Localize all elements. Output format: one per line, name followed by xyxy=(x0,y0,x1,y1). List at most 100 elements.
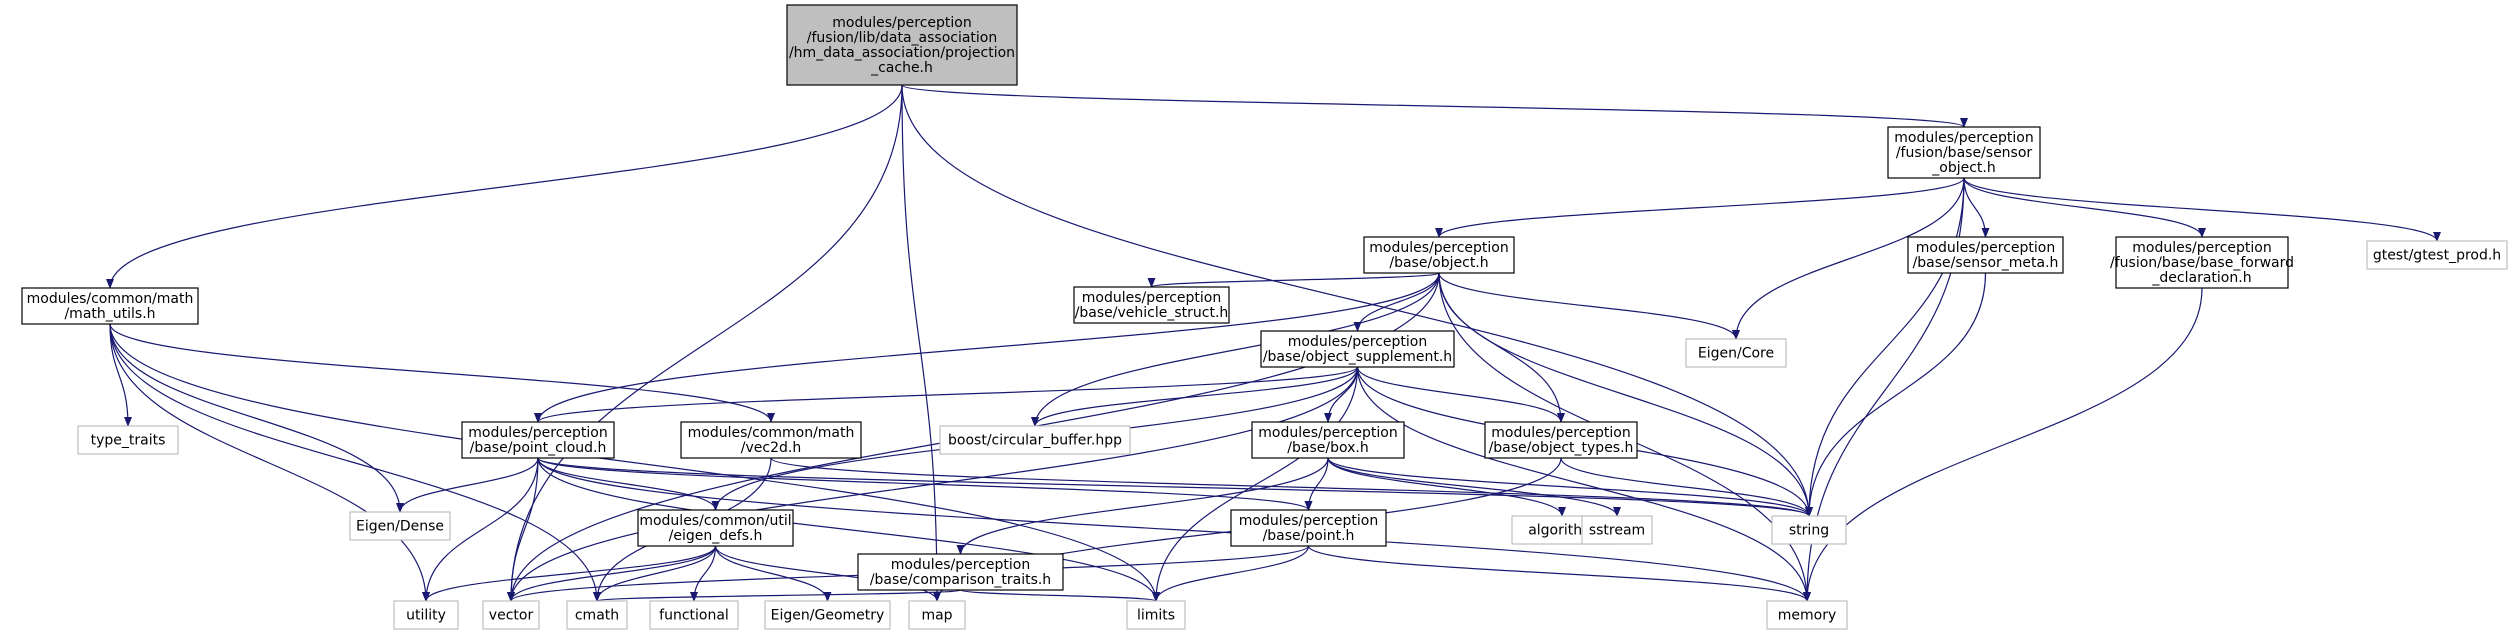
node-point[interactable]: modules/perception/base/point.h xyxy=(1230,509,1387,547)
node-vector-label-line-0: vector xyxy=(489,608,534,624)
edge-math_utils-to-eigen_dense xyxy=(109,323,404,513)
node-math_utils-label-line-0: modules/common/math xyxy=(27,291,194,307)
edge-point_cloud-to-memory xyxy=(537,457,1811,602)
edge-object-to-object_supplement xyxy=(1353,272,1440,332)
edge-object_supplement-to-object_types xyxy=(1356,366,1565,423)
node-object-label-line-1: /base/object.h xyxy=(1389,255,1488,271)
node-point_cloud-box xyxy=(461,421,615,459)
edge-object_supplement-to-memory xyxy=(1356,366,1811,602)
node-object-box xyxy=(1363,236,1515,274)
node-vehicle_struct-label-line-1: /base/vehicle_struct.h xyxy=(1075,305,1229,321)
node-vehicle_struct-label-line-0: modules/perception xyxy=(1082,290,1221,306)
node-point-box xyxy=(1230,509,1387,547)
node-object_supplement[interactable]: modules/perception/base/object_supplemen… xyxy=(1260,330,1455,368)
edge-sensor_object-to-eigen_core xyxy=(1732,177,1965,340)
edge-math_utils-to-limits xyxy=(109,323,1160,602)
node-eigen_core-label-line-0: Eigen/Core xyxy=(1698,346,1774,362)
node-comparison_traits[interactable]: modules/perception/base/comparison_trait… xyxy=(857,553,1064,591)
node-type_traits-label-line-0: type_traits xyxy=(91,433,166,449)
edge-vec2d-to-string xyxy=(770,457,1813,517)
edge-eigen_defs-to-functional xyxy=(690,545,717,602)
node-root[interactable]: modules/perception/fusion/lib/data_assoc… xyxy=(786,4,1018,86)
node-memory: memory xyxy=(1766,600,1848,630)
edge-box-to-algorithm xyxy=(1327,457,1566,517)
edge-point_cloud-to-limits xyxy=(537,457,1160,602)
node-vehicle_struct-box xyxy=(1073,286,1230,324)
node-base_fwd[interactable]: modules/perception/fusion/base/base_forw… xyxy=(2110,236,2294,289)
node-vec2d-box xyxy=(680,421,862,459)
node-sensor_meta-label-line-1: /base/sensor_meta.h xyxy=(1913,255,2059,271)
node-point_cloud-label-line-1: /base/point_cloud.h xyxy=(470,440,607,456)
node-algorithm-label-line-0: algorithm xyxy=(1528,523,1596,539)
edge-box-to-point xyxy=(1304,457,1329,511)
node-eigen_geometry-box xyxy=(764,600,891,630)
node-eigen_dense-box xyxy=(349,511,451,541)
node-point-label-line-1: /base/point.h xyxy=(1263,528,1355,544)
node-vector-box xyxy=(482,600,540,630)
edge-root-to-map xyxy=(901,84,941,602)
edge-point-to-memory xyxy=(1307,545,1811,602)
node-eigen_dense-label-line-0: Eigen/Dense xyxy=(356,519,444,535)
node-root-label-line-2: /hm_data_association/projection xyxy=(789,45,1015,61)
edge-sensor_object-to-sensor_meta xyxy=(1963,177,1990,238)
node-object_supplement-label-line-0: modules/perception xyxy=(1288,334,1427,350)
node-vehicle_struct[interactable]: modules/perception/base/vehicle_struct.h xyxy=(1073,286,1230,324)
node-object_types-label-line-0: modules/perception xyxy=(1491,425,1630,441)
node-vec2d[interactable]: modules/common/math/vec2d.h xyxy=(680,421,862,459)
edge-comparison_traits-to-cmath xyxy=(593,589,962,602)
node-eigen_dense: Eigen/Dense xyxy=(349,511,451,541)
node-root-label-line-3: _cache.h xyxy=(870,60,933,76)
node-algorithm: algorithm xyxy=(1511,515,1613,545)
node-point_cloud[interactable]: modules/perception/base/point_cloud.h xyxy=(461,421,615,459)
edge-math_utils-to-type_traits xyxy=(109,323,132,427)
node-boost_cb-box xyxy=(939,425,1131,455)
node-eigen_core: Eigen/Core xyxy=(1685,338,1787,368)
node-vec2d-label-line-1: /vec2d.h xyxy=(741,440,801,456)
edge-math_utils-to-vec2d xyxy=(109,323,775,423)
node-sstream: sstream xyxy=(1581,515,1653,545)
edge-math_utils-to-utility xyxy=(109,323,430,602)
node-box[interactable]: modules/perception/base/box.h xyxy=(1251,421,1405,459)
edge-object_types-to-string xyxy=(1560,457,1813,517)
node-comparison_traits-label-line-0: modules/perception xyxy=(891,557,1030,573)
node-utility: utility xyxy=(393,600,459,630)
edge-object_supplement-to-boost_cb xyxy=(1031,366,1359,427)
node-math_utils[interactable]: modules/common/math/math_utils.h xyxy=(21,287,199,325)
node-point_cloud-label-line-0: modules/perception xyxy=(468,425,607,441)
node-limits-label-line-0: limits xyxy=(1137,608,1175,624)
edge-object_supplement-to-limits xyxy=(1152,366,1359,602)
node-eigen_geometry: Eigen/Geometry xyxy=(764,600,891,630)
edge-point_cloud-to-string xyxy=(537,457,1813,517)
node-base_fwd-label-line-1: /fusion/base/base_forward xyxy=(2110,255,2294,271)
node-box-label-line-1: /base/box.h xyxy=(1287,440,1368,456)
node-sensor_object-box xyxy=(1887,126,2041,179)
node-root-box xyxy=(786,4,1018,86)
edge-point_cloud-to-utility xyxy=(422,457,539,602)
node-sensor_meta[interactable]: modules/perception/base/sensor_meta.h xyxy=(1907,236,2064,274)
node-gtest-label-line-0: gtest/gtest_prod.h xyxy=(2373,248,2501,264)
edge-object-to-vehicle_struct xyxy=(1147,272,1440,288)
node-math_utils-label-line-1: /math_utils.h xyxy=(64,306,155,322)
node-eigen_defs[interactable]: modules/common/util/eigen_defs.h xyxy=(637,509,794,547)
edge-sensor_object-to-string xyxy=(1805,177,1965,517)
node-utility-label-line-0: utility xyxy=(406,608,446,624)
node-math_utils-box xyxy=(21,287,199,325)
node-string: string xyxy=(1771,515,1847,545)
node-map-box xyxy=(908,600,966,630)
node-vec2d-label-line-0: modules/common/math xyxy=(688,425,855,441)
edge-box-to-string xyxy=(1327,457,1813,517)
node-object_types[interactable]: modules/perception/base/object_types.h xyxy=(1484,421,1638,459)
node-type_traits-box xyxy=(77,425,179,455)
node-sensor_object[interactable]: modules/perception/fusion/base/sensor_ob… xyxy=(1887,126,2041,179)
edge-sensor_object-to-gtest xyxy=(1963,177,2441,242)
node-object_supplement-label-line-1: /base/object_supplement.h xyxy=(1263,349,1452,365)
node-base_fwd-label-line-0: modules/perception xyxy=(2132,240,2271,256)
edge-object_supplement-to-point_cloud xyxy=(534,366,1359,423)
edge-root-to-sensor_object xyxy=(901,84,1968,128)
edge-root-to-string xyxy=(901,84,1813,517)
node-object[interactable]: modules/perception/base/object.h xyxy=(1363,236,1515,274)
node-box-box xyxy=(1251,421,1405,459)
node-root-label-line-1: /fusion/lib/data_association xyxy=(807,30,998,46)
node-string-label-line-0: string xyxy=(1789,523,1829,539)
node-box-label-line-0: modules/perception xyxy=(1258,425,1397,441)
